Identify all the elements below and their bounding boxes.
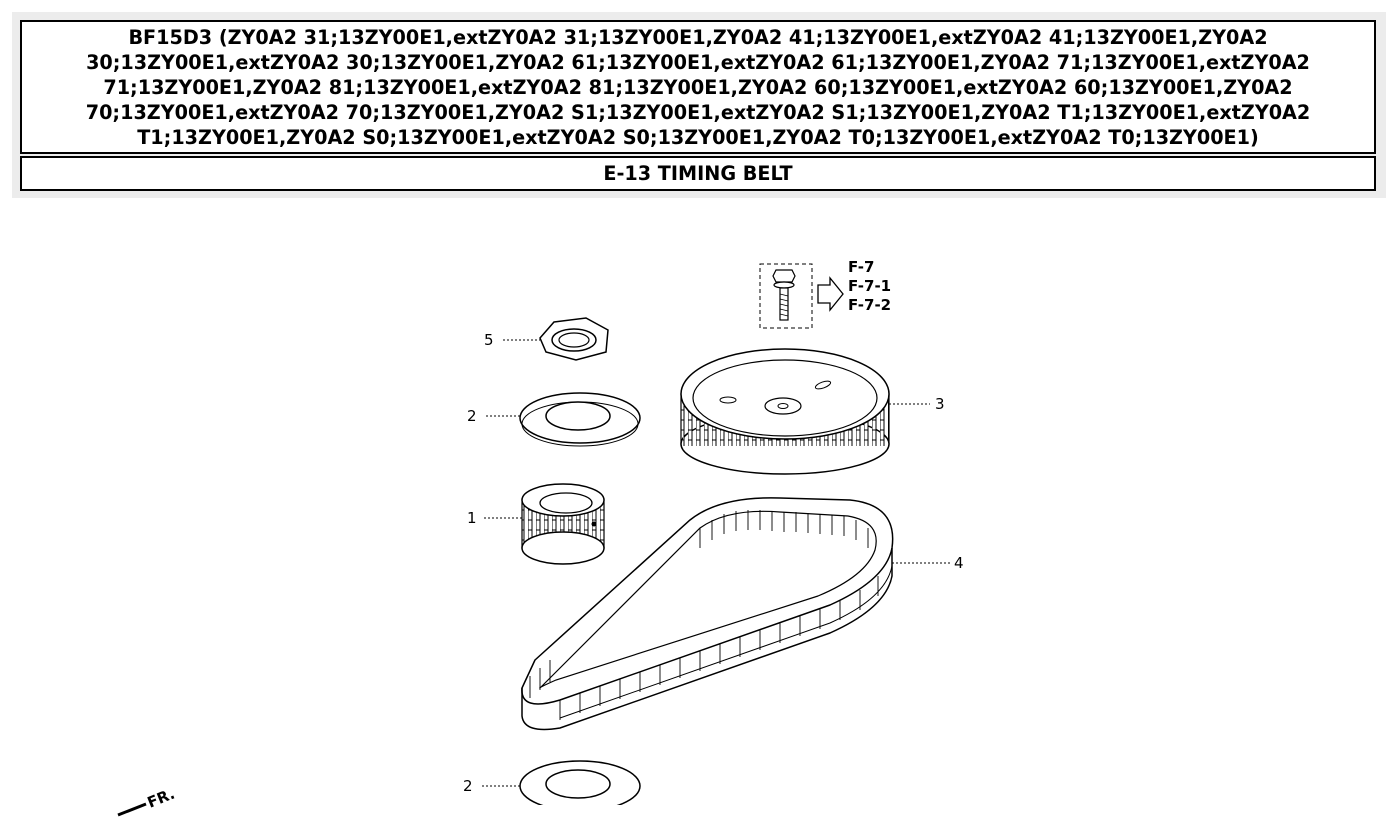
washer-bottom-part: 2 <box>0 760 1399 818</box>
ref-f7-2: F-7-2 <box>848 296 891 314</box>
callout-3: 3 <box>935 395 945 413</box>
arrow-right-icon <box>817 276 844 312</box>
driven-pulley-part: 3 <box>680 348 945 475</box>
ref-f7-1: F-7-1 <box>848 277 891 295</box>
section-title: E-13 TIMING BELT <box>603 162 793 185</box>
timing-belt-part: 4 <box>521 497 964 731</box>
callout-5: 5 <box>484 331 494 349</box>
model-title-box: BF15D3 (ZY0A2 31;13ZY00E1,extZY0A2 31;13… <box>20 20 1376 154</box>
bolt-icon <box>772 269 796 321</box>
callout-2-top: 2 <box>467 407 477 425</box>
section-title-box: E-13 TIMING BELT <box>20 156 1376 191</box>
hex-nut-part: 5 <box>484 317 609 361</box>
drive-pulley-part: 1 <box>467 483 605 565</box>
callout-2-bottom: 2 <box>463 777 473 795</box>
bolt-reference: F-7 F-7-1 F-7-2 <box>759 258 891 329</box>
ref-f7: F-7 <box>848 258 874 276</box>
callout-1: 1 <box>467 509 477 527</box>
parts-header: BF15D3 (ZY0A2 31;13ZY00E1,extZY0A2 31;13… <box>12 12 1386 198</box>
washer-top-part: 2 <box>467 392 641 447</box>
callout-4: 4 <box>954 554 964 572</box>
model-title: BF15D3 (ZY0A2 31;13ZY00E1,extZY0A2 31;13… <box>85 25 1311 149</box>
